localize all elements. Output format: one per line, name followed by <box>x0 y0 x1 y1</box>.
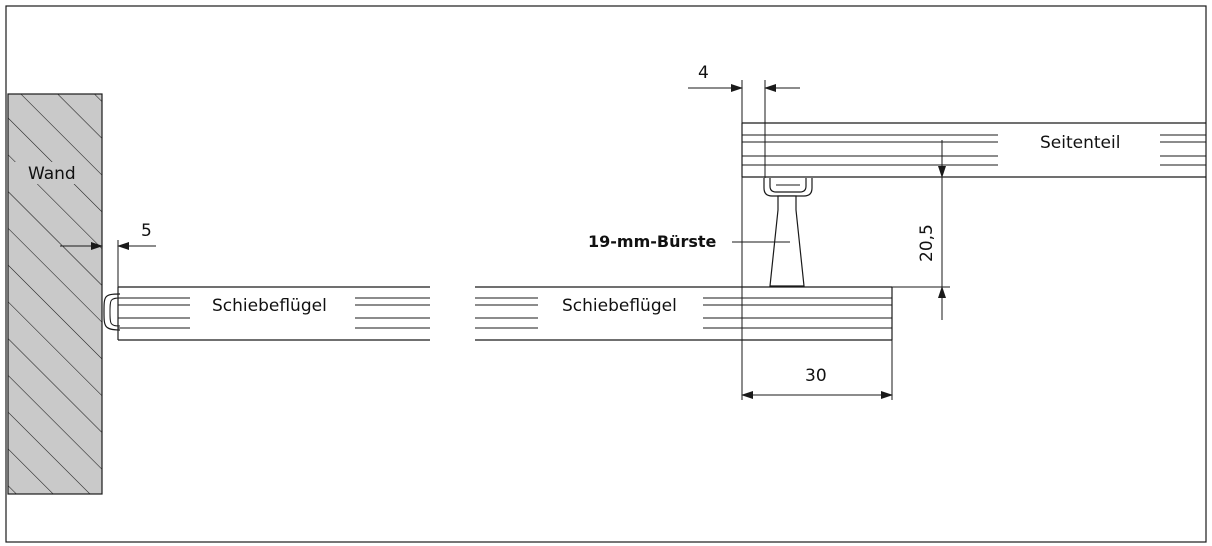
dimension-width-value: 30 <box>805 366 827 386</box>
sliding-panel-left: Schiebeflügel <box>117 286 430 341</box>
dimension-height: 20,5 <box>892 140 950 320</box>
wall: Wand <box>7 93 103 495</box>
wall-seal-profile <box>103 293 121 331</box>
side-panel: Seitenteil <box>741 122 1206 178</box>
sliding-panel-right-label: Schiebeflügel <box>562 296 677 316</box>
dimension-wall-gap: 5 <box>60 221 156 290</box>
side-panel-label: Seitenteil <box>1040 133 1120 153</box>
drawing-frame <box>5 5 1207 543</box>
dimension-width: 30 <box>741 340 893 400</box>
wall-seal-inner <box>109 297 121 327</box>
brush-shape <box>769 195 805 287</box>
sliding-panel-right: Schiebeflügel <box>475 286 893 341</box>
dimension-top-offset-value: 4 <box>698 63 709 83</box>
dimension-wall-gap-value: 5 <box>141 221 152 241</box>
wall-label: Wand <box>28 164 76 184</box>
brush-holder-profile <box>763 178 813 197</box>
brush-label: 19-mm-Bürste <box>588 232 717 251</box>
dimension-top-offset: 4 <box>688 63 800 400</box>
dimension-height-value: 20,5 <box>917 224 937 262</box>
sliding-panel-left-label: Schiebeflügel <box>212 296 327 316</box>
